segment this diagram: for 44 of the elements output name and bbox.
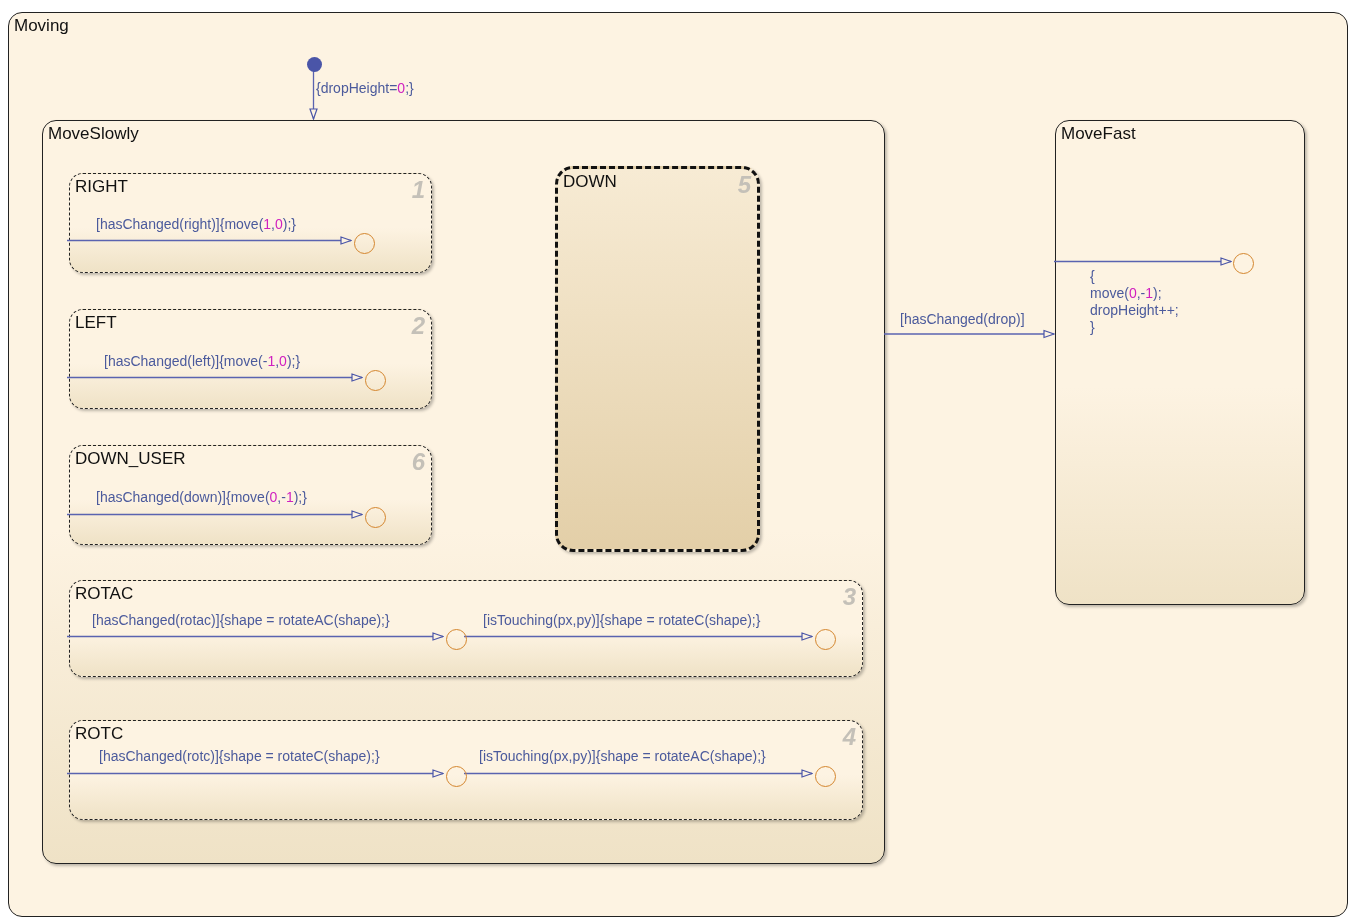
state-number: 2: [411, 312, 425, 340]
state-box: [69, 580, 863, 677]
state-number: 1: [411, 176, 425, 204]
transition-label: [isTouching(px,py)]{shape = rotateC(shape);}: [483, 612, 761, 629]
transition-label: [hasChanged(drop)]: [900, 311, 1025, 328]
transition-arrow: [309, 70, 318, 120]
state-number: 4: [842, 723, 856, 751]
transition-arrow: [66, 373, 363, 382]
transition-arrow: [66, 632, 444, 641]
state-name: LEFT: [75, 313, 117, 333]
transition-arrow: [66, 510, 363, 519]
state-box: [42, 120, 885, 864]
state-box: [1055, 120, 1305, 605]
transition-arrow: [883, 329, 1055, 339]
state-number: 3: [842, 583, 856, 611]
state-box: [69, 445, 432, 545]
state-name: DOWN: [563, 172, 617, 192]
transition-arrow: [463, 632, 813, 641]
state-name: MoveSlowly: [48, 124, 139, 144]
transition-arrow: [1053, 257, 1232, 266]
transition-label: { move(0,-1); dropHeight++; }: [1090, 268, 1179, 336]
state-box: [69, 173, 432, 273]
state-name: Moving: [14, 16, 69, 36]
state-name: RIGHT: [75, 177, 128, 197]
transition-label: [isTouching(px,py)]{shape = rotateAC(shape);}: [479, 748, 766, 765]
state-box: [69, 720, 863, 820]
initial-state-dot: [307, 57, 322, 72]
transition-arrow: [66, 236, 352, 245]
transition-label: [hasChanged(left)]{move(-1,0);}: [104, 353, 301, 370]
state-box: [555, 166, 760, 552]
outer-state-box: [8, 12, 1348, 917]
transition-label: [hasChanged(rotac)]{shape = rotateAC(shape);}: [92, 612, 390, 629]
transition-arrow: [66, 769, 444, 778]
transition-label: [hasChanged(right)]{move(1,0);}: [96, 216, 297, 233]
transition-label: [hasChanged(down)]{move(0,-1);}: [96, 489, 307, 506]
transition-label: [hasChanged(rotc)]{shape = rotateC(shape);}: [99, 748, 380, 765]
state-name: ROTAC: [75, 584, 134, 604]
transition-label: {dropHeight=0;}: [316, 80, 414, 97]
state-number: 6: [411, 448, 425, 476]
state-name: ROTC: [75, 724, 124, 744]
state-name: MoveFast: [1061, 124, 1136, 144]
state-box: [69, 309, 432, 409]
transition-arrow: [463, 769, 813, 778]
state-name: DOWN_USER: [75, 449, 186, 469]
